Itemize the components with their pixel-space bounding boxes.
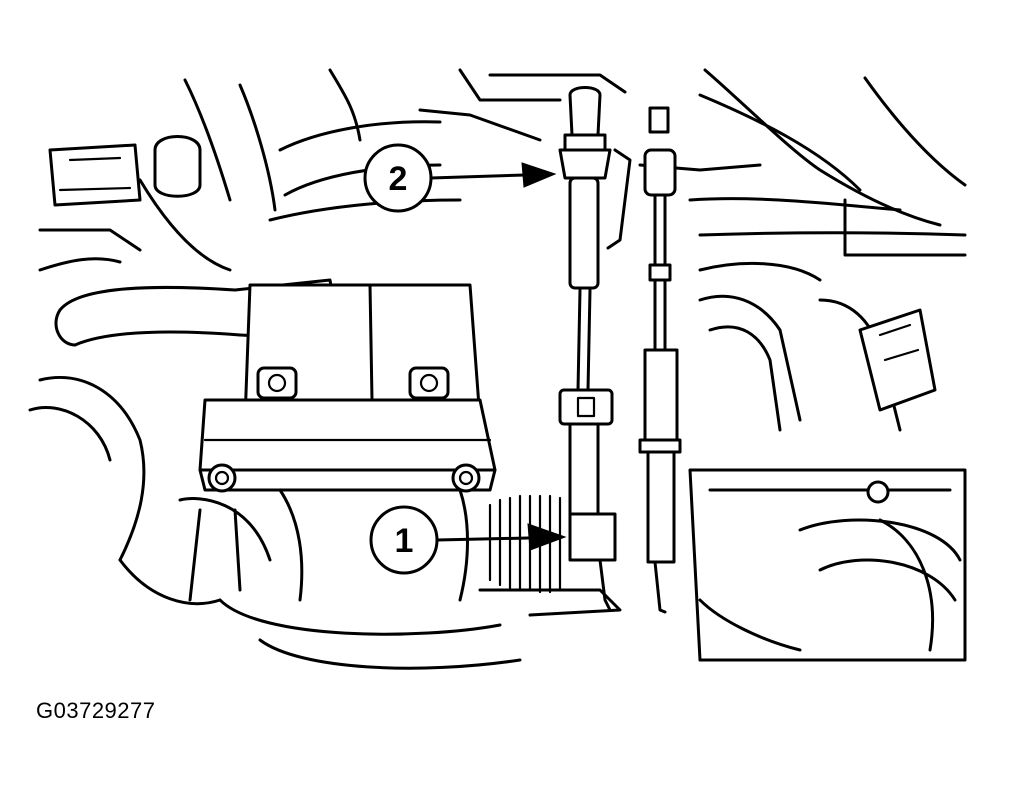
callout-1: 1 (369, 505, 567, 575)
figure-id: G03729277 (36, 698, 156, 723)
callout-2-label: 2 (389, 160, 408, 198)
callout-2-leader (429, 173, 527, 180)
callout-2-arrowhead (521, 162, 557, 188)
left-connector (38, 135, 232, 272)
callout-1-label: 1 (395, 522, 414, 560)
linkage-rod-assembly (558, 86, 632, 612)
secondary-rod (638, 106, 682, 614)
callout-1-arrowhead (527, 523, 567, 551)
background-engine-components (183, 68, 967, 282)
right-components (688, 294, 967, 662)
engine-line-drawing: 2 1 (28, 68, 967, 670)
callout-2: 2 (363, 143, 557, 213)
callout-1-leader (435, 536, 530, 542)
throttle-body (118, 283, 522, 670)
